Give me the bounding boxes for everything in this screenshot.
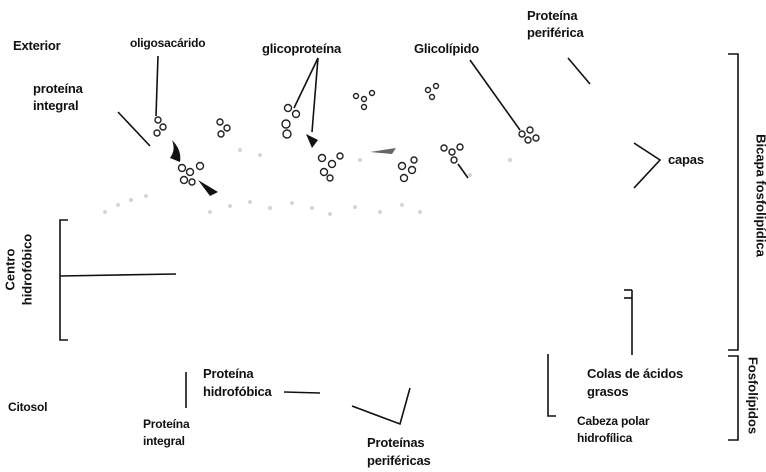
pointer-lines (60, 54, 738, 440)
glycan-cluster-10 (441, 144, 463, 163)
label-proteina-integral-bottom-1: Proteína (143, 417, 189, 432)
centro-pointer (60, 274, 176, 276)
glycan-cluster-9 (399, 157, 418, 182)
protein-wedge-2 (198, 180, 218, 196)
fosfolipidos-bracket (728, 356, 738, 440)
label-proteina-integral-bottom-2: integral (143, 434, 185, 449)
glycan-cluster-4 (354, 91, 375, 110)
label-proteina-hidrofobica-1: Proteína (203, 366, 253, 381)
label-centro-1: Centro (3, 230, 18, 310)
bicapa-bracket (728, 54, 738, 350)
centro-bracket (60, 220, 68, 340)
label-proteina-periferica-top-1: Proteína (527, 8, 577, 23)
label-citosol: Citosol (8, 400, 47, 415)
glycan-cluster-6 (519, 127, 539, 143)
pointer-proteina-periferica (568, 58, 590, 84)
glycan-cluster-5 (426, 84, 439, 100)
capas-bracket (634, 143, 660, 188)
label-cabeza-1: Cabeza polar (577, 414, 649, 429)
cabeza-bracket (548, 354, 556, 416)
protein-wedge-4 (370, 148, 396, 154)
label-proteinas-perifericas-2: periféricas (367, 453, 431, 468)
label-fosfolipidos: Fosfolípidos (746, 351, 761, 441)
label-centro-2: hidrofóbico (20, 230, 35, 310)
pointer-hidrofobica (284, 392, 320, 393)
label-proteina-integral-top-2: integral (33, 98, 78, 113)
label-proteina-periferica-top-2: periférica (527, 25, 584, 40)
pointer-arrow-glycan (458, 164, 468, 178)
glycan-cluster-8 (319, 153, 344, 181)
glycan-glyphs (154, 84, 539, 186)
pointer-glicolipido (470, 60, 520, 130)
pointer-proteina-integral (118, 112, 150, 146)
label-proteinas-perifericas-1: Proteínas (367, 435, 424, 450)
label-glicoproteina: glicoproteína (262, 41, 341, 56)
glycan-cluster-2 (217, 119, 230, 137)
label-capas: capas (668, 152, 704, 167)
label-colas-2: grasos (587, 384, 628, 399)
pointer-oligosacarido (156, 56, 158, 116)
label-proteina-integral-top-1: proteína (33, 81, 83, 96)
label-glicolipido: Glicolípido (414, 41, 479, 56)
label-proteina-hidrofobica-2: hidrofóbica (203, 384, 272, 399)
label-oligosacarido: oligosacárido (130, 36, 205, 51)
pointer-perifericas (352, 388, 410, 424)
label-exterior: Exterior (13, 38, 61, 53)
protein-wedge-3 (306, 134, 318, 148)
protein-wedge-1 (170, 140, 180, 162)
label-bicapa-fosfolipidica: Bicapa fosfolipídica (754, 111, 766, 281)
label-cabeza-2: hidrofílica (577, 431, 632, 446)
membrane-faint-dots (103, 148, 512, 216)
label-colas-1: Colas de ácidos (587, 366, 683, 381)
glycan-cluster-3 (282, 105, 300, 139)
glycan-cluster-1 (154, 117, 166, 136)
